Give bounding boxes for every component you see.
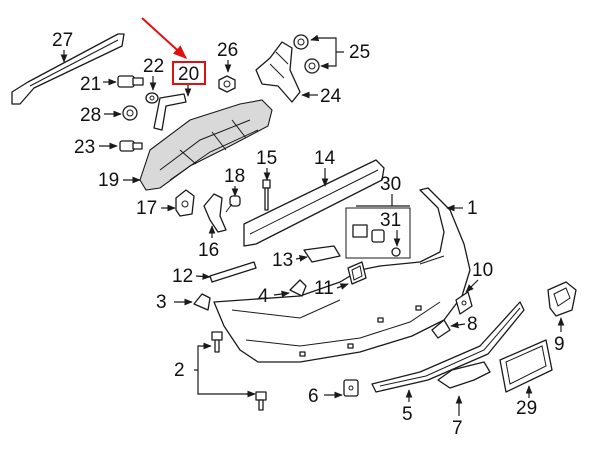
callout-30: 30 [356, 174, 410, 207]
part-18-clip [225, 195, 241, 213]
callout-2-label: 2 [174, 360, 185, 381]
callout-21-label: 21 [80, 74, 101, 95]
part-16-bracket [203, 193, 227, 233]
callout-4: 4 [258, 286, 290, 307]
callout-31: 31 [380, 210, 401, 247]
callout-3-label: 3 [156, 292, 167, 313]
callout-24-label: 24 [320, 86, 342, 107]
part-28-nut [122, 105, 138, 121]
callout-11-label: 11 [314, 278, 334, 299]
part-24-bracket [255, 41, 301, 103]
part-20-bracket [153, 93, 187, 131]
callout-15-label: 15 [256, 148, 277, 169]
part-9-side-panel [547, 281, 577, 317]
callout-7-label: 7 [452, 418, 463, 439]
callout-4-label: 4 [258, 286, 269, 307]
part-19-absorber [139, 99, 273, 191]
part-29-plate-bracket [499, 339, 553, 393]
callout-27: 27 [52, 30, 73, 63]
callout-30-label: 30 [380, 174, 401, 195]
callout-26-label: 26 [217, 40, 238, 61]
callout-23: 23 [74, 137, 118, 158]
part-11-mount [347, 261, 367, 285]
part-22-washer [145, 92, 159, 104]
callout-20: 20 [141, 17, 206, 97]
callout-20-highlight-box [172, 61, 206, 85]
callout-13: 13 [272, 250, 308, 271]
callout-26: 26 [217, 40, 238, 73]
callout-5: 5 [402, 389, 413, 425]
callout-28: 28 [80, 105, 122, 126]
part-26-nut [218, 75, 236, 93]
callout-18-label: 18 [224, 166, 245, 187]
callout-22: 22 [143, 56, 164, 91]
callout-16: 16 [198, 225, 219, 261]
callout-17-label: 17 [136, 198, 157, 219]
callout-14-label: 14 [314, 148, 336, 169]
callout-10: 10 [465, 260, 493, 293]
callout-5-label: 5 [402, 404, 413, 425]
callout-25: 25 [310, 34, 370, 70]
callout-27-label: 27 [52, 30, 73, 51]
callout-16-label: 16 [198, 240, 219, 261]
callout-15: 15 [256, 148, 277, 181]
part-27-strip [11, 33, 125, 105]
callout-21: 21 [80, 74, 117, 95]
callout-1-label: 1 [467, 198, 478, 219]
part-6-bracket [343, 379, 359, 397]
callout-9: 9 [554, 317, 565, 355]
part-17-plate [175, 189, 195, 217]
part-1-bumper-cover [213, 187, 471, 363]
callout-12: 12 [172, 266, 211, 287]
part-15-stud [262, 179, 271, 211]
callout-31-label: 31 [380, 210, 401, 231]
callout-12-label: 12 [172, 266, 193, 287]
callout-25-label: 25 [349, 42, 370, 63]
callout-18: 18 [224, 166, 245, 197]
callout-10-label: 10 [472, 260, 493, 281]
part-3-clip [193, 293, 211, 311]
callout-8: 8 [450, 314, 478, 335]
part-8-bracket [431, 319, 451, 339]
callout-11: 11 [314, 278, 349, 299]
callout-19: 19 [98, 170, 141, 191]
callout-29-label: 29 [516, 398, 537, 419]
callout-22-label: 22 [143, 56, 164, 77]
callout-28-label: 28 [80, 105, 101, 126]
part-2-bolts [211, 331, 267, 411]
callout-23-label: 23 [74, 137, 95, 158]
callout-29: 29 [516, 385, 537, 419]
callout-8-label: 8 [467, 314, 478, 335]
part-7-hook [437, 361, 491, 389]
part-4-clip [289, 279, 307, 297]
callout-24: 24 [301, 86, 342, 107]
part-5-lower-strip [371, 301, 525, 393]
callout-2: 2 [174, 342, 256, 398]
part-21-bolt [117, 75, 144, 88]
callout-14: 14 [314, 148, 336, 187]
callout-1: 1 [446, 198, 478, 219]
callout-20-label: 20 [178, 64, 199, 85]
part-10-clip [455, 291, 473, 315]
callout-13-label: 13 [272, 250, 293, 271]
part-30-sensor-group [345, 207, 411, 259]
callout-3: 3 [156, 292, 193, 313]
callout-19-label: 19 [98, 170, 119, 191]
part-25-nuts [293, 34, 320, 74]
callout-17: 17 [136, 198, 176, 219]
part-14-reinforcement [243, 159, 385, 247]
callout-6-label: 6 [308, 386, 319, 407]
part-13-plate [303, 245, 341, 263]
part-12-strip [209, 261, 257, 283]
callout-7: 7 [452, 395, 463, 439]
part-23-bolt [119, 140, 143, 152]
callout-9-label: 9 [554, 334, 565, 355]
callout-20-red-arrow [141, 17, 188, 59]
callout-6: 6 [308, 386, 343, 407]
